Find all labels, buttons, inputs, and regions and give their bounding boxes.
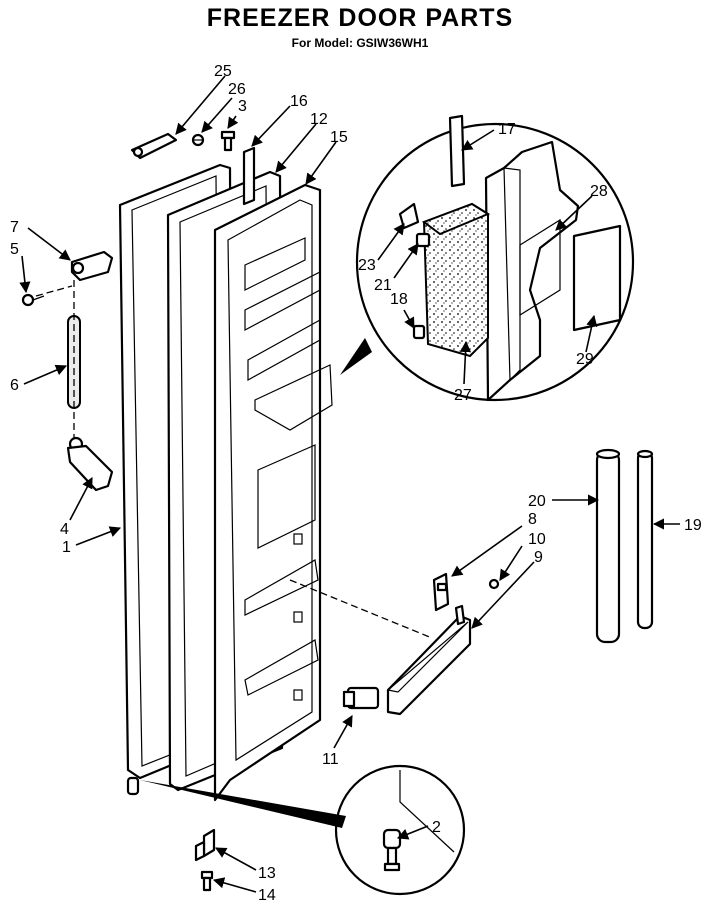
leader-lines [19, 75, 680, 893]
callout-10: 10 [528, 531, 546, 548]
cap-part-11 [342, 686, 380, 710]
callout-7: 7 [10, 219, 19, 236]
lower-hinge [66, 436, 114, 492]
callout-26: 26 [228, 81, 246, 98]
callout-6: 6 [10, 377, 19, 394]
callout-20: 20 [528, 493, 546, 510]
callout-29: 29 [576, 351, 594, 368]
callout-11: 11 [322, 751, 339, 768]
callout-5: 5 [10, 241, 19, 258]
clip-part-10 [488, 578, 500, 590]
upper-hinge [70, 250, 114, 282]
callout-16: 16 [290, 93, 308, 110]
callout-18: 18 [390, 291, 408, 308]
tube-part-20 [595, 448, 621, 644]
callout-17: 17 [498, 121, 516, 138]
callout-19: 19 [684, 517, 702, 534]
bottom-bracket [194, 828, 216, 862]
callout-4: 4 [60, 521, 69, 538]
bottom-screw [200, 870, 214, 892]
callout-15: 15 [330, 129, 348, 146]
callout-21: 21 [374, 277, 392, 294]
door-bin [386, 604, 472, 716]
screw-part-5 [21, 293, 45, 307]
callout-1: 1 [62, 539, 71, 556]
model-subtitle: For Model: GSIW36WH1 [291, 36, 429, 50]
inner-door-liner [213, 183, 333, 802]
detail-inset-hinge [140, 764, 466, 896]
bolt-part-3 [220, 130, 236, 152]
page-title: FREEZER DOOR PARTS [206, 4, 514, 32]
screw-part-26 [191, 133, 205, 147]
callout-3: 3 [238, 98, 247, 115]
bin-alignment-line [289, 579, 433, 639]
callout-9: 9 [534, 549, 543, 566]
callout-13: 13 [258, 865, 276, 882]
callout-8: 8 [528, 511, 537, 528]
callout-23: 23 [358, 257, 376, 274]
callout-12: 12 [310, 111, 328, 128]
callout-27: 27 [454, 387, 472, 404]
top-hinge-cap [130, 132, 178, 160]
bin-bracket [432, 572, 450, 612]
callout-25: 25 [214, 63, 232, 80]
callout-labels: 25 26 3 16 12 15 7 5 6 4 1 17 28 23 21 1… [10, 63, 702, 904]
callout-28: 28 [590, 183, 608, 200]
callout-2: 2 [432, 819, 441, 836]
door-bottom-pin [126, 776, 140, 796]
callout-14: 14 [258, 887, 276, 904]
detail-inset-handle [340, 114, 635, 402]
trim-strip [242, 146, 256, 206]
tube-part-19 [636, 449, 654, 630]
